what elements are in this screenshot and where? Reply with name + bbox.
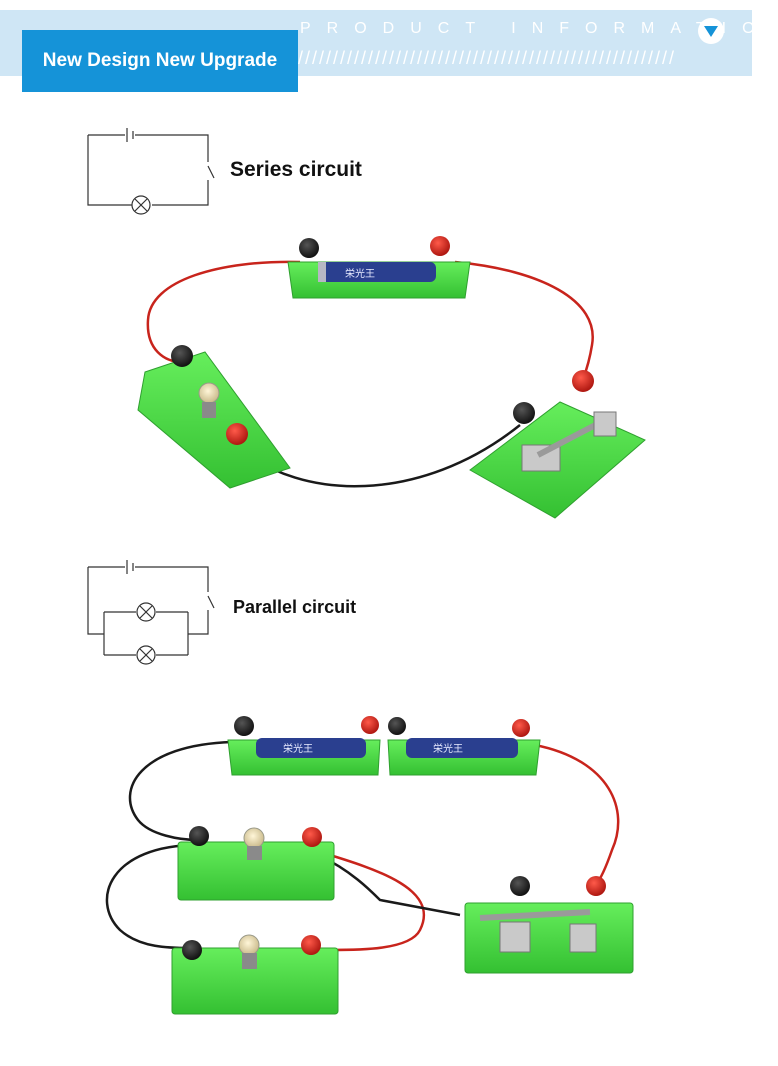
series-bulb-board xyxy=(137,345,291,489)
series-circuit-label: Series circuit xyxy=(230,158,362,181)
parallel-switch-board xyxy=(464,876,634,974)
series-schematic xyxy=(87,128,215,215)
parallel-bulb-board-2 xyxy=(171,934,339,1015)
series-battery-holder: 栄光王 xyxy=(287,236,471,299)
parallel-schematic xyxy=(87,560,215,665)
decorative-slashes: ////////////////////////////////////////… xyxy=(298,48,677,68)
svg-text:栄光王: 栄光王 xyxy=(283,742,313,755)
series-switch-board xyxy=(469,370,646,519)
svg-text:栄光王: 栄光王 xyxy=(433,742,463,755)
parallel-bulb-board-1 xyxy=(177,826,335,901)
parallel-battery-holders: 栄光王 栄光王 xyxy=(227,716,541,776)
down-triangle-icon xyxy=(698,18,724,44)
product-information-text: PRODUCT INFORMATION xyxy=(300,20,778,37)
banner-title: New Design New Upgrade xyxy=(22,30,298,92)
svg-text:栄光王: 栄光王 xyxy=(345,267,375,280)
parallel-wires xyxy=(105,740,620,952)
parallel-circuit-label: Parallel circuit xyxy=(233,597,357,617)
